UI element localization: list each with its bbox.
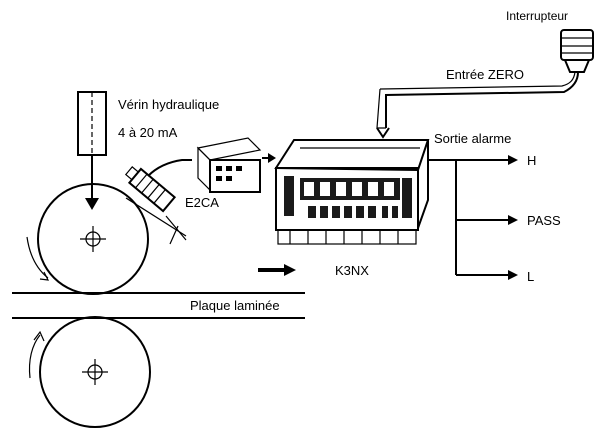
meter-label: K3NX bbox=[335, 263, 369, 278]
rolled-sheet bbox=[12, 292, 305, 319]
switch-label: Interrupteur bbox=[506, 9, 569, 23]
alarm-output-label: Sortie alarme bbox=[434, 131, 512, 146]
current-label: 4 à 20 mA bbox=[118, 125, 178, 140]
movement-arrow bbox=[258, 264, 296, 276]
sensor-label: E2CA bbox=[185, 195, 219, 210]
cylinder-label: Vérin hydraulique bbox=[118, 97, 220, 112]
output-h-label: H bbox=[527, 153, 537, 168]
output-pass-label: PASS bbox=[527, 213, 561, 228]
lower-roll bbox=[28, 316, 151, 428]
switch-device bbox=[560, 29, 594, 73]
sensor-probe bbox=[124, 159, 192, 245]
zero-input-label: Entrée ZERO bbox=[446, 67, 525, 82]
sheet-label: Plaque laminée bbox=[190, 298, 280, 313]
zero-input-cable bbox=[376, 71, 579, 139]
k3nx-meter bbox=[274, 139, 430, 245]
e2ca-amplifier bbox=[196, 137, 276, 193]
alarm-outputs bbox=[428, 155, 518, 280]
output-l-label: L bbox=[527, 269, 535, 284]
hydraulic-cylinder bbox=[77, 91, 107, 210]
